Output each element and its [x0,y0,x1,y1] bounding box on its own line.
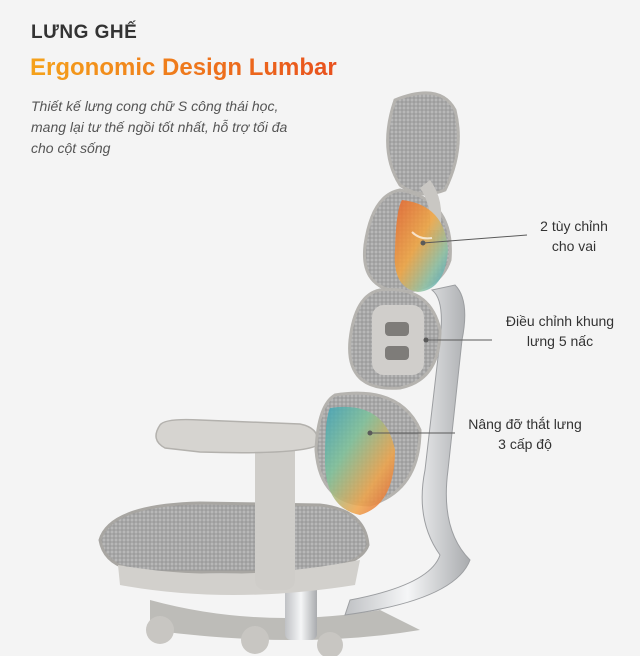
metal-back-frame [344,284,471,616]
description-line: cho cột sống [31,140,111,156]
callout-line: lưng 5 nấc [526,333,594,349]
chair-headrest [386,91,460,230]
callout-back-frame-adjust: Điều chỉnh khung lưng 5 nấc [496,311,624,351]
chair-armrest [155,418,319,590]
callout-line: cho vai [551,238,597,254]
section-kicker: LƯNG GHẾ [31,22,138,43]
description-line: Thiết kế lưng cong chữ S công thái học, [31,98,279,114]
callout-line: 3 cấp độ [498,436,552,452]
callout-line: 2 tùy chỉnh [540,218,608,234]
callout-leader-lines [367,234,528,436]
feature-description: Thiết kế lưng cong chữ S công thái học, … [31,96,341,159]
lumbar-support-heatmap [325,406,395,515]
callout-lumbar-support: Nâng đỡ thắt lưng 3 cấp độ [458,414,592,454]
shoulder-support-heatmap [394,200,448,292]
description-line: mang lại tư thế ngồi tốt nhất, hỗ trợ tố… [31,119,288,135]
page-headline: Ergonomic Design Lumbar [30,54,337,81]
callout-line: Nâng đỡ thắt lưng [468,416,582,432]
chair-seat [98,501,370,595]
callout-shoulder-adjust: 2 tùy chỉnh cho vai [532,216,616,256]
callout-line: Điều chỉnh khung [505,313,615,329]
